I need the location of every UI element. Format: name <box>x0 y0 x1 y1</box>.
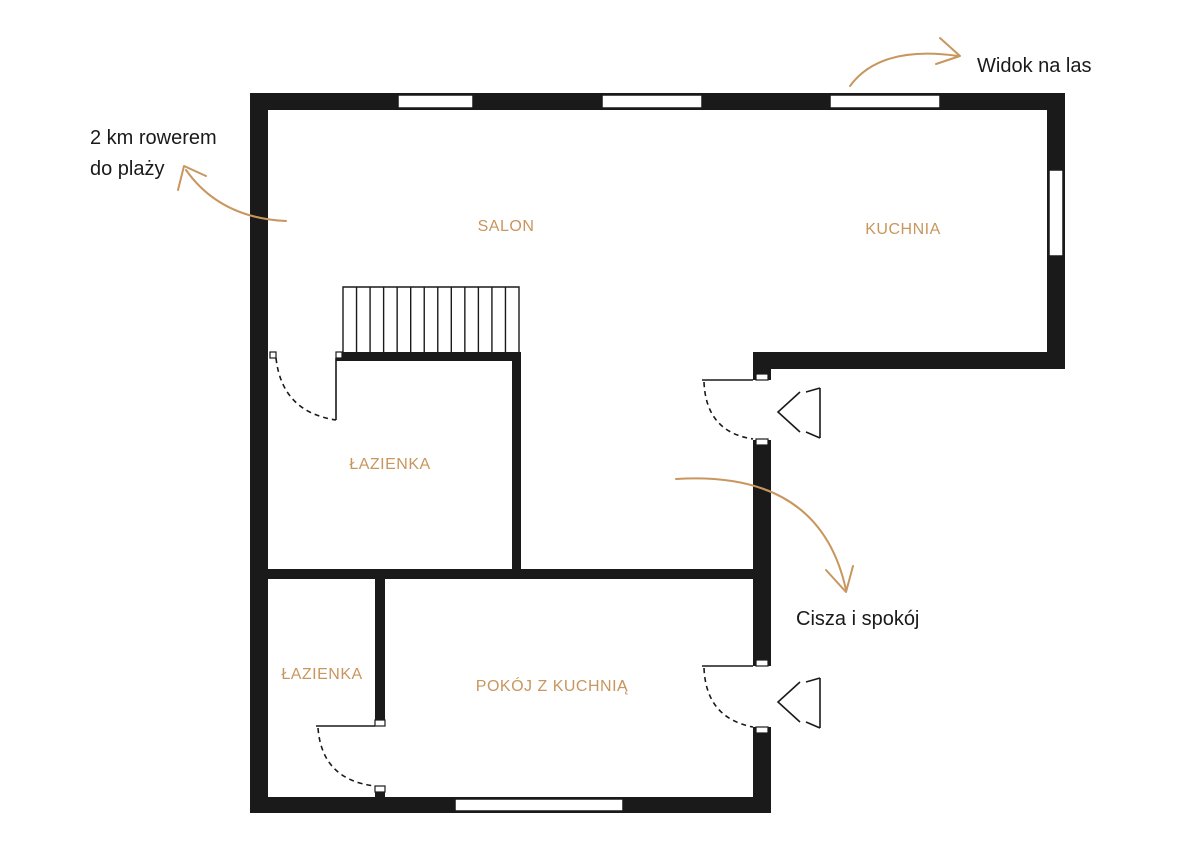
room-label-kuchnia: KUCHNIA <box>865 221 941 238</box>
stairs <box>342 286 520 352</box>
door-jamb <box>755 726 769 734</box>
window-top-1 <box>397 94 474 109</box>
wall-divider-horizontal <box>250 569 771 579</box>
walls <box>250 93 1065 813</box>
curved-arrow-icon <box>849 52 959 87</box>
arrow-head-icon <box>935 37 961 65</box>
windows <box>397 94 1064 812</box>
note-quiet: Cisza i spokój <box>796 608 919 630</box>
door-lower-bathroom[interactable] <box>316 719 386 793</box>
room-label-lazienka-upper: ŁAZIENKA <box>349 456 430 473</box>
window-bottom <box>454 798 624 812</box>
door-upper-bathroom[interactable] <box>269 351 343 421</box>
wall-kitchen-bottom <box>753 352 1065 369</box>
door-swing <box>703 667 754 728</box>
window-top-2 <box>601 94 703 109</box>
door-swing <box>317 727 376 787</box>
doors <box>269 351 769 793</box>
window-right <box>1048 169 1064 257</box>
door-swing <box>275 357 337 421</box>
note-beach-line2: do plaży <box>90 158 165 180</box>
arrows <box>177 37 961 593</box>
room-label-pokoj: POKÓJ Z KUCHNIĄ <box>476 676 628 695</box>
entry-marker-icon <box>776 681 801 723</box>
door-swing <box>703 381 754 440</box>
wall-bathroom-top <box>336 352 521 361</box>
arrow-head-icon <box>825 565 854 593</box>
door-east-1[interactable] <box>702 373 769 446</box>
note-beach-line1: 2 km rowerem <box>90 127 217 149</box>
wall-east-1 <box>753 352 771 380</box>
curved-arrow-icon <box>185 169 287 222</box>
door-jamb <box>335 351 343 359</box>
wall-left <box>250 93 268 813</box>
note-forest-view: Widok na las <box>977 55 1092 77</box>
door-jamb <box>755 373 769 381</box>
arrow-head-icon <box>177 165 207 191</box>
door-east-2[interactable] <box>702 659 769 734</box>
door-jamb <box>755 659 769 667</box>
stair-outline <box>342 286 520 352</box>
curved-arrow-icon <box>675 477 847 591</box>
wall-east-2 <box>753 440 771 666</box>
wall-lower-bath-right <box>375 574 385 726</box>
room-label-salon: SALON <box>478 218 535 235</box>
entry-marker-icon <box>805 721 821 729</box>
entry-markers <box>776 387 821 729</box>
door-jamb <box>374 719 386 727</box>
entry-marker-icon <box>805 431 821 439</box>
window-top-3 <box>829 94 941 109</box>
room-label-lazienka-lower: ŁAZIENKA <box>281 666 362 683</box>
wall-bathroom-right <box>512 352 521 574</box>
stair-steps <box>355 287 507 352</box>
door-jamb <box>269 351 277 359</box>
door-jamb <box>755 438 769 446</box>
entry-marker-icon <box>805 677 821 683</box>
entry-marker-icon <box>776 391 801 433</box>
wall-east-3 <box>753 727 771 813</box>
entry-marker-icon <box>805 387 821 393</box>
door-jamb <box>374 785 386 793</box>
